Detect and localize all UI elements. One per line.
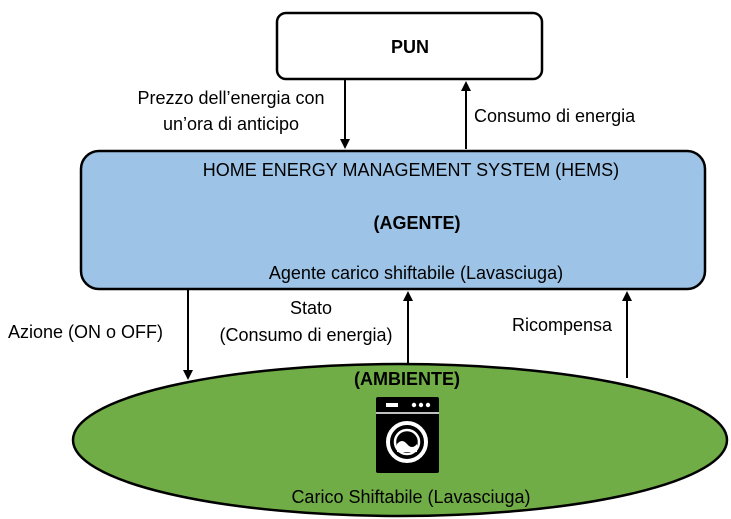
hems-subtitle: Agente carico shiftabile (Lavasciuga) [269, 263, 563, 283]
pun-box: PUN [275, 11, 544, 81]
state-label-line1: Stato [290, 298, 332, 318]
washing-machine-icon [376, 397, 439, 473]
hems-box: HOME ENERGY MANAGEMENT SYSTEM (HEMS) (AG… [79, 149, 707, 291]
agent-role-label: (AGENTE) [374, 213, 461, 233]
state-label-line2: (Consumo di energia) [219, 325, 392, 345]
price-forecast-label-line2: un’ora di anticipo [163, 114, 299, 134]
reward-label: Ricompensa [512, 315, 613, 335]
environment-label: Carico Shiftabile (Lavasciuga) [291, 487, 530, 507]
energy-consumption-label: Consumo di energia [474, 106, 636, 126]
action-label: Azione (ON o OFF) [8, 322, 163, 342]
hems-title: HOME ENERGY MANAGEMENT SYSTEM (HEMS) [203, 160, 619, 180]
pun-label: PUN [391, 37, 429, 57]
price-forecast-label-line1: Prezzo dell’energia con [137, 88, 324, 108]
environment-role-label: (AMBIENTE) [354, 369, 460, 389]
